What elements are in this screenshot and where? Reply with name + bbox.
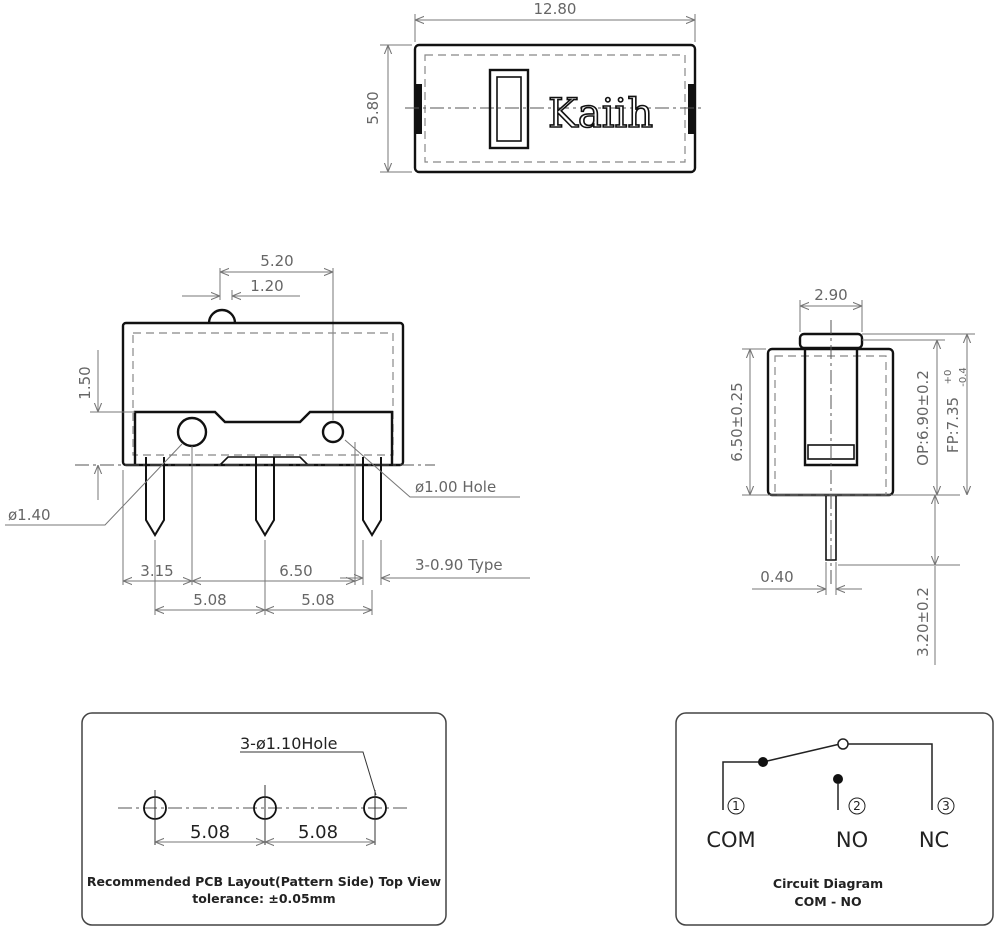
dim-hole-1-00: ø1.00 Hole xyxy=(415,478,496,496)
pcb-caption: Recommended PCB Layout(Pattern Side) Top… xyxy=(87,874,442,889)
dim-6-50-side: 6.50±0.25 xyxy=(728,382,746,461)
pin-3: 3 NC xyxy=(919,797,955,852)
pin-1: 1 COM xyxy=(706,797,756,852)
pcb-pitch-2: 5.08 xyxy=(298,822,338,843)
circuit-diagram-panel: 1 COM 2 NO 3 NC Circuit Diagram COM - NO xyxy=(675,712,994,926)
width-dimension: 12.80 xyxy=(534,0,577,18)
dim-fp-tol-plus: +0 xyxy=(943,370,954,385)
height-dimension: 5.80 xyxy=(364,91,382,124)
dim-1-20: 1.20 xyxy=(250,277,283,295)
pcb-hole-spec: 3-ø1.10Hole xyxy=(240,734,337,753)
pin-2: 2 NO xyxy=(836,797,868,852)
pin2-number: 2 xyxy=(853,799,861,813)
pin-type-label: 3-0.90 Type xyxy=(415,556,503,574)
side-view: 2.90 6.50±0.25 OP:6.90±0.2 FP:7.35 +0 -0… xyxy=(728,286,975,665)
dim-1-50: 1.50 xyxy=(76,366,94,399)
circuit-subcaption: COM - NO xyxy=(794,894,861,909)
pin2-label: NO xyxy=(836,828,868,852)
dim-hole-1-40: ø1.40 xyxy=(8,506,51,524)
pcb-pitch-1: 5.08 xyxy=(190,822,230,843)
dim-pitch-1: 5.08 xyxy=(193,591,226,609)
kaiih-logo: Kaiih xyxy=(548,91,653,137)
dim-5-20: 5.20 xyxy=(260,252,293,270)
dim-6-50: 6.50 xyxy=(279,562,312,580)
pin3-number: 3 xyxy=(942,799,950,813)
dim-fp-tol-minus: -0.4 xyxy=(958,367,969,387)
pin1-label: COM xyxy=(706,828,755,852)
dim-3-15: 3.15 xyxy=(140,562,173,580)
pin3-label: NC xyxy=(919,828,949,852)
pin1-number: 1 xyxy=(732,799,740,813)
pcb-layout-panel: 5.08 5.08 3-ø1.10Hole Recommended PCB La… xyxy=(81,712,447,926)
circuit-caption: Circuit Diagram xyxy=(773,876,883,891)
dim-pitch-2: 5.08 xyxy=(301,591,334,609)
dim-3-20: 3.20±0.2 xyxy=(914,587,932,657)
dim-fp: FP:7.35 xyxy=(944,397,962,453)
dim-2-90: 2.90 xyxy=(814,286,847,304)
dim-op: OP:6.90±0.2 xyxy=(914,370,932,466)
front-view: 5.20 1.20 1.50 ø1.40 ø1.00 Hole 3.15 6.5 xyxy=(5,252,530,615)
pcb-tolerance: tolerance: ±0.05mm xyxy=(192,891,335,906)
dim-0-40: 0.40 xyxy=(760,568,793,586)
top-view: 12.80 5.80 Kaiih xyxy=(364,0,705,174)
